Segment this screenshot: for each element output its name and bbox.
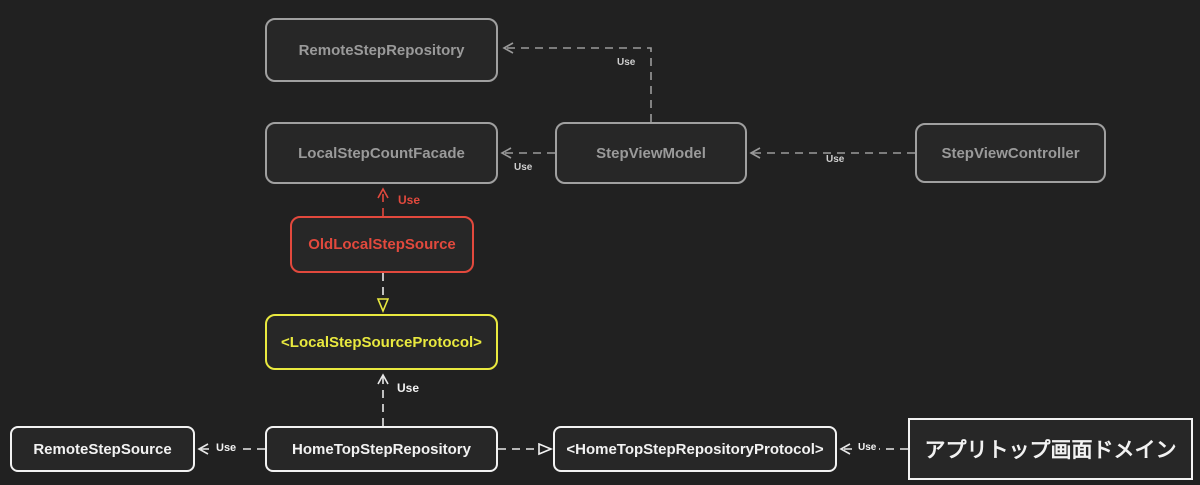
edge-viewmodel-uses-remote-repository (502, 42, 652, 122)
edge-label-domain-uses-repo-protocol: Use (855, 442, 880, 453)
node-step-view-controller: StepViewController (915, 123, 1106, 183)
node-remote-step-repository: RemoteStepRepository (265, 18, 498, 82)
edge-label-viewmodel-uses-facade: Use (514, 162, 533, 173)
edge-label-oldsource-uses-facade: Use (398, 193, 421, 207)
edge-label-homerepo-uses-local-protocol: Use (397, 381, 420, 395)
edge-label-homerepo-uses-remote-source: Use (213, 442, 240, 454)
node-home-top-step-repository-protocol: <HomeTopStepRepositoryProtocol> (553, 426, 837, 472)
node-step-view-model: StepViewModel (555, 122, 747, 184)
node-local-step-source-protocol: <LocalStepSourceProtocol> (265, 314, 498, 370)
edge-label-viewmodel-uses-remote-repository: Use (617, 57, 636, 68)
edge-label-controller-uses-viewmodel: Use (826, 154, 845, 165)
node-app-top-domain: アプリトップ画面ドメイン (908, 418, 1193, 480)
node-old-local-step-source: OldLocalStepSource (290, 216, 474, 273)
node-home-top-step-repository: HomeTopStepRepository (265, 426, 498, 472)
node-remote-step-source: RemoteStepSource (10, 426, 195, 472)
node-local-step-count-facade: LocalStepCountFacade (265, 122, 498, 184)
